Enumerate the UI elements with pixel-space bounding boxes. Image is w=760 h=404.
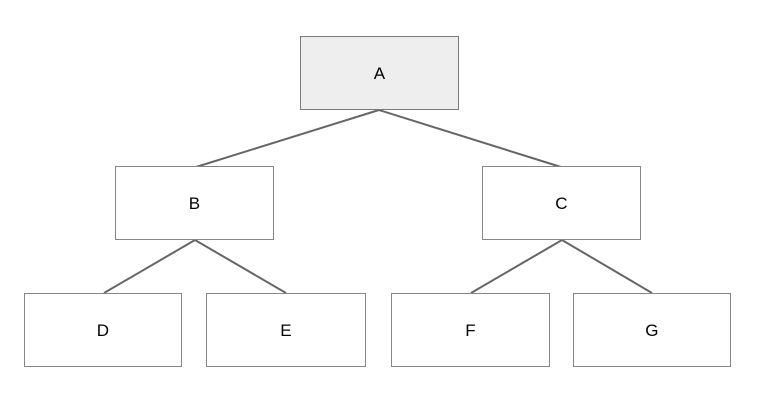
tree-node-label: G <box>645 320 659 340</box>
tree-node-b[interactable]: B <box>115 166 274 240</box>
tree-node-label: F <box>465 320 476 340</box>
tree-edge-c-g <box>561 239 653 294</box>
tree-edge-a-c <box>378 109 562 168</box>
tree-node-f[interactable]: F <box>391 293 550 367</box>
tree-node-c[interactable]: C <box>482 166 641 240</box>
tree-node-label: E <box>280 320 292 340</box>
tree-node-label: B <box>188 193 201 213</box>
tree-node-a[interactable]: A <box>300 36 459 110</box>
tree-node-g[interactable]: G <box>573 293 731 367</box>
tree-edge-b-d <box>103 239 196 294</box>
tree-node-d[interactable]: D <box>24 293 182 367</box>
tree-node-label: A <box>373 63 386 83</box>
tree-node-e[interactable]: E <box>206 293 366 367</box>
tree-edge-c-f <box>470 239 563 294</box>
tree-node-label: D <box>96 320 110 340</box>
tree-edge-b-e <box>194 239 287 294</box>
tree-node-label: C <box>555 193 568 213</box>
tree-edge-a-b <box>195 109 380 168</box>
